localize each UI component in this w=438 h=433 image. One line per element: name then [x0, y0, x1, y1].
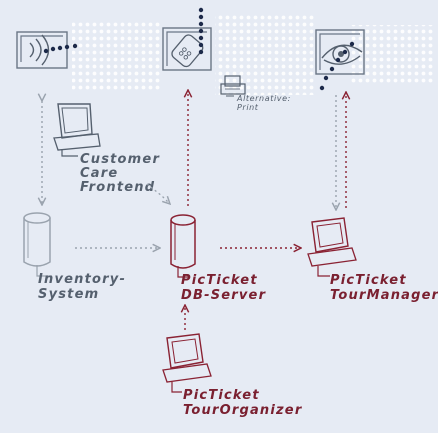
eye-scanner-icon: [315, 29, 365, 91]
tour-manager-computer-icon: [307, 217, 357, 277]
inventory-database-icon: [23, 212, 52, 277]
rfid-card-reader-icon: [16, 31, 78, 69]
db-server-label: PicTicket DB-Server: [181, 273, 267, 303]
tour-manager-label: PicTicket TourManager: [330, 273, 438, 303]
db-server-database-icon: [170, 214, 196, 278]
inventory-system-label: Inventory- System: [38, 272, 132, 302]
printer-icon: [220, 75, 246, 97]
connector-customercare-dbserver: [146, 183, 170, 204]
customer-care-frontend-label: Customer Care Frontend: [80, 152, 166, 195]
tour-organizer-label: PicTicket TourOrganizer: [183, 388, 303, 418]
customer-care-computer-icon: [53, 103, 101, 157]
dot-pattern-top: [72, 15, 435, 95]
tour-organizer-computer-icon: [162, 333, 212, 393]
alternative-print-label: Alternative: Print: [236, 94, 294, 112]
handheld-scanner-icon: [162, 7, 212, 71]
